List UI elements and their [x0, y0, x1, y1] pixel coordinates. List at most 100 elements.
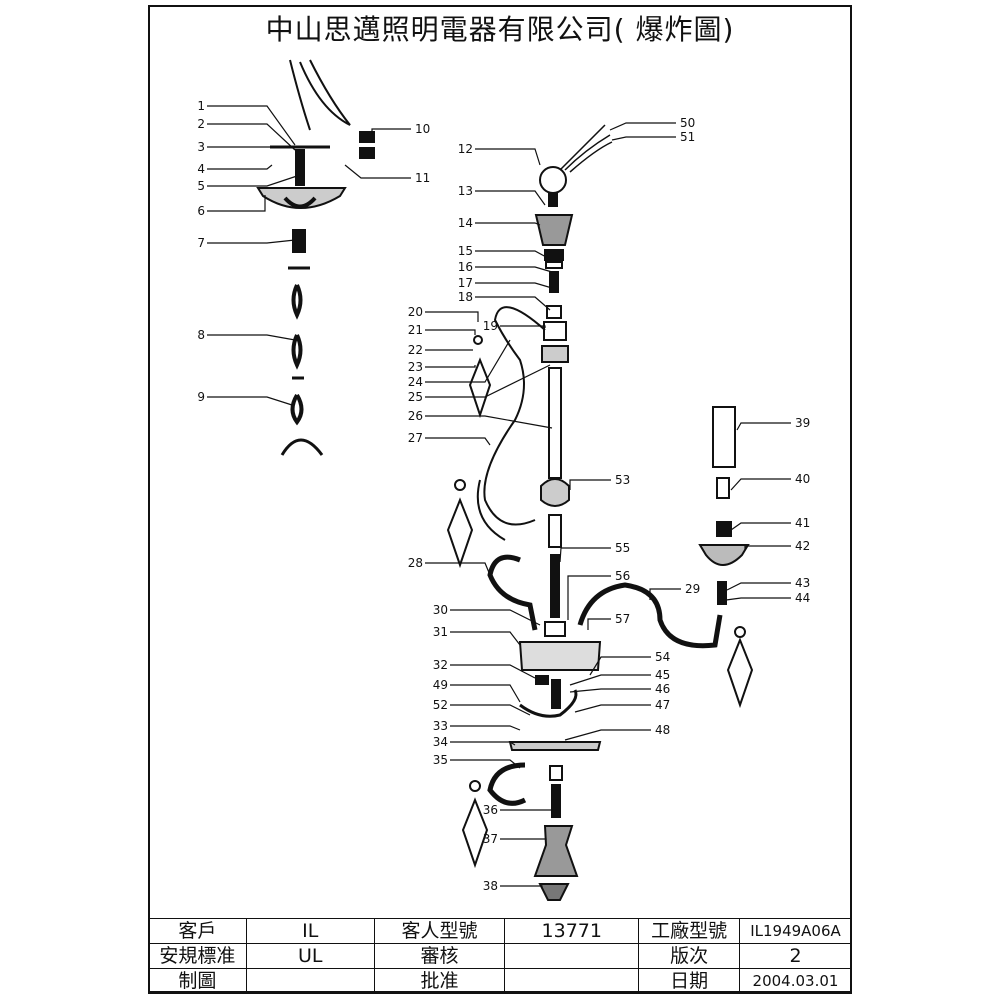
leader-line-21 — [425, 329, 476, 335]
leader-line-17 — [475, 282, 553, 289]
leader-line-33 — [450, 725, 521, 731]
part-callout-11: 11 — [415, 171, 430, 185]
value-drawn-by — [245, 968, 375, 994]
leader-line-52 — [450, 704, 531, 716]
part-callout-12: 12 — [458, 142, 473, 156]
arm-bottom — [487, 762, 527, 806]
leader-line-47 — [574, 704, 651, 713]
wire-loop — [519, 689, 578, 718]
value-approved — [504, 968, 640, 994]
leader-line-31 — [450, 631, 521, 646]
part-callout-49: 49 — [433, 678, 448, 692]
part-callout-30: 30 — [433, 603, 448, 617]
leader-line-26 — [425, 415, 553, 429]
leader-line-57 — [587, 618, 611, 630]
leader-line-35 — [450, 759, 521, 769]
part-callout-54: 54 — [655, 650, 670, 664]
part-callout-36: 36 — [483, 803, 498, 817]
part-callout-38: 38 — [483, 879, 498, 893]
label-factory-model: 工廠型號 — [638, 918, 740, 944]
top-cup — [534, 214, 574, 246]
leader-line-5 — [207, 174, 301, 187]
leader-line-23 — [425, 365, 476, 368]
arm-left-lower — [487, 554, 538, 631]
crystal-2 — [446, 497, 474, 569]
crystal-1 — [468, 357, 492, 419]
label-safety-standard: 安規標准 — [148, 943, 247, 969]
part-callout-48: 48 — [655, 723, 670, 737]
part-callout-56: 56 — [615, 569, 630, 583]
body-bowl — [518, 641, 602, 671]
leader-line-7 — [207, 239, 296, 244]
value-version: 2 — [739, 943, 852, 969]
leader-line-37 — [500, 838, 547, 840]
table-row: 客戶 IL 客人型號 13771 工廠型號 IL1949A06A — [148, 918, 852, 944]
part-callout-9: 9 — [197, 390, 205, 404]
part-callout-13: 13 — [458, 184, 473, 198]
part-callout-3: 3 — [197, 140, 205, 154]
part-callout-40: 40 — [795, 472, 810, 486]
leader-line-13 — [475, 190, 546, 206]
leader-line-42 — [744, 545, 791, 550]
leader-line-11 — [344, 164, 411, 179]
part-callout-50: 50 — [680, 116, 695, 130]
leader-line-32 — [450, 664, 536, 679]
ceiling-cup — [280, 438, 324, 456]
leader-line-18 — [475, 296, 551, 311]
center-ball — [540, 478, 570, 507]
leader-line-27 — [425, 437, 491, 446]
part-callout-37: 37 — [483, 832, 498, 846]
label-drawn-by: 制圖 — [148, 968, 247, 994]
leader-line-43 — [726, 582, 791, 591]
part-callout-29: 29 — [685, 582, 700, 596]
leader-line-10 — [371, 128, 411, 135]
part-callout-35: 35 — [433, 753, 448, 767]
value-customer: IL — [245, 918, 375, 944]
leader-line-48 — [564, 729, 651, 741]
finial — [538, 883, 570, 901]
part-callout-14: 14 — [458, 216, 473, 230]
part-callout-2: 2 — [197, 117, 205, 131]
title-block-table: 客戶 IL 客人型號 13771 工廠型號 IL1949A06A 安規標准 UL… — [148, 918, 852, 994]
part-callout-16: 16 — [458, 260, 473, 274]
leader-line-16 — [475, 266, 553, 273]
leader-line-29 — [649, 588, 681, 600]
part-callout-34: 34 — [433, 735, 448, 749]
leader-line-53 — [569, 479, 611, 490]
cord-curve — [289, 59, 351, 131]
value-review — [504, 943, 640, 969]
part-callout-5: 5 — [197, 179, 205, 193]
threaded-nipple — [295, 149, 305, 186]
leader-line-9 — [207, 396, 293, 406]
leader-line-44 — [725, 597, 791, 601]
chain-hook — [290, 393, 304, 426]
threaded-rod — [550, 554, 560, 618]
hook-loop — [539, 166, 567, 194]
label-version: 版次 — [638, 943, 740, 969]
part-callout-27: 27 — [408, 431, 423, 445]
part-callout-8: 8 — [197, 328, 205, 342]
label-customer: 客戶 — [148, 918, 247, 944]
leader-line-28 — [425, 562, 491, 576]
collar — [543, 321, 567, 341]
part-callout-42: 42 — [795, 539, 810, 553]
part-callout-15: 15 — [458, 244, 473, 258]
leader-line-12 — [475, 148, 541, 166]
crystal-3 — [726, 637, 754, 709]
part-callout-33: 33 — [433, 719, 448, 733]
part-callout-32: 32 — [433, 658, 448, 672]
bottom-cup — [533, 825, 579, 877]
leader-line-1 — [207, 105, 296, 146]
label-review: 審核 — [373, 943, 506, 969]
leader-line-45 — [569, 674, 651, 686]
leader-line-25 — [425, 364, 551, 398]
part-callout-22: 22 — [408, 343, 423, 357]
bobeche — [698, 544, 750, 566]
part-callout-41: 41 — [795, 516, 810, 530]
leader-line-39 — [736, 422, 791, 431]
part-callout-52: 52 — [433, 698, 448, 712]
wire-connector-10a — [359, 131, 375, 143]
leader-line-6 — [207, 195, 266, 212]
leader-line-2 — [207, 123, 296, 151]
